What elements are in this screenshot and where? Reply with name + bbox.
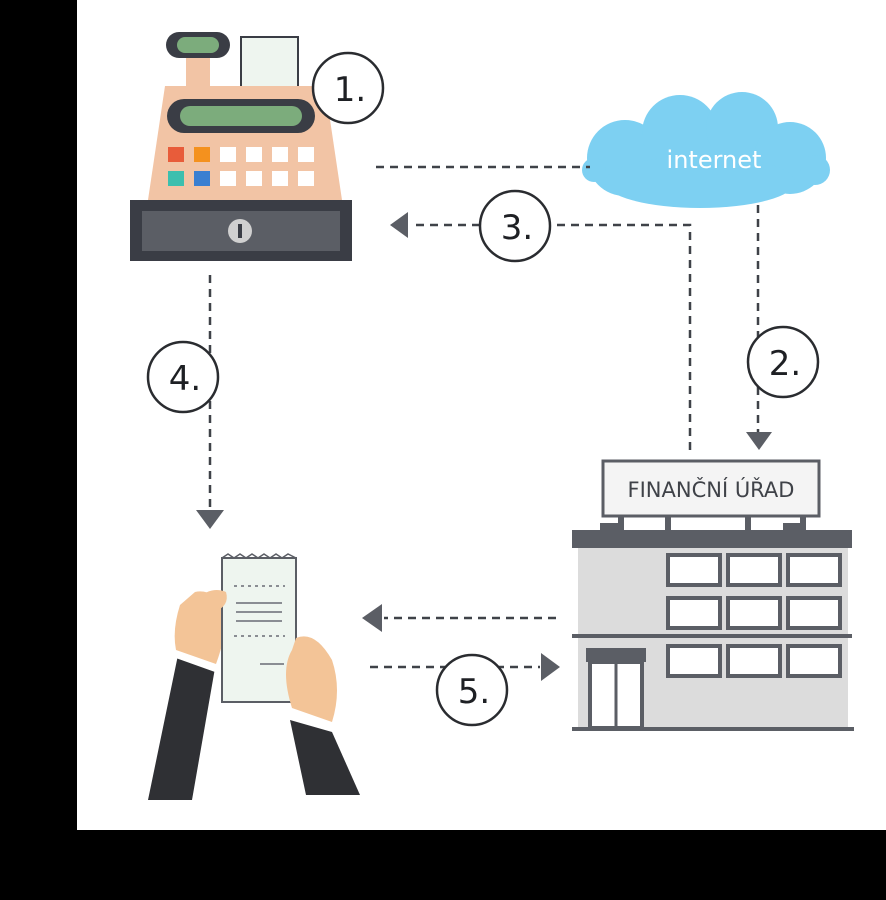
step-1-label: 1. — [334, 70, 366, 110]
step-circles — [146, 51, 820, 727]
tax-office-building-icon — [572, 459, 854, 731]
cash-register-icon — [130, 32, 352, 261]
step-3-label: 3. — [501, 208, 533, 248]
cloud-label: internet — [667, 146, 762, 174]
step-5-label: 5. — [458, 672, 490, 712]
hands-with-receipt-icon — [148, 553, 360, 800]
flow-arrowheads — [196, 212, 772, 681]
step-2-label: 2. — [769, 344, 801, 384]
office-sign-label: FINANČNÍ ÚŘAD — [628, 477, 795, 502]
internet-cloud-icon — [582, 92, 830, 208]
step-4-label: 4. — [169, 359, 201, 399]
